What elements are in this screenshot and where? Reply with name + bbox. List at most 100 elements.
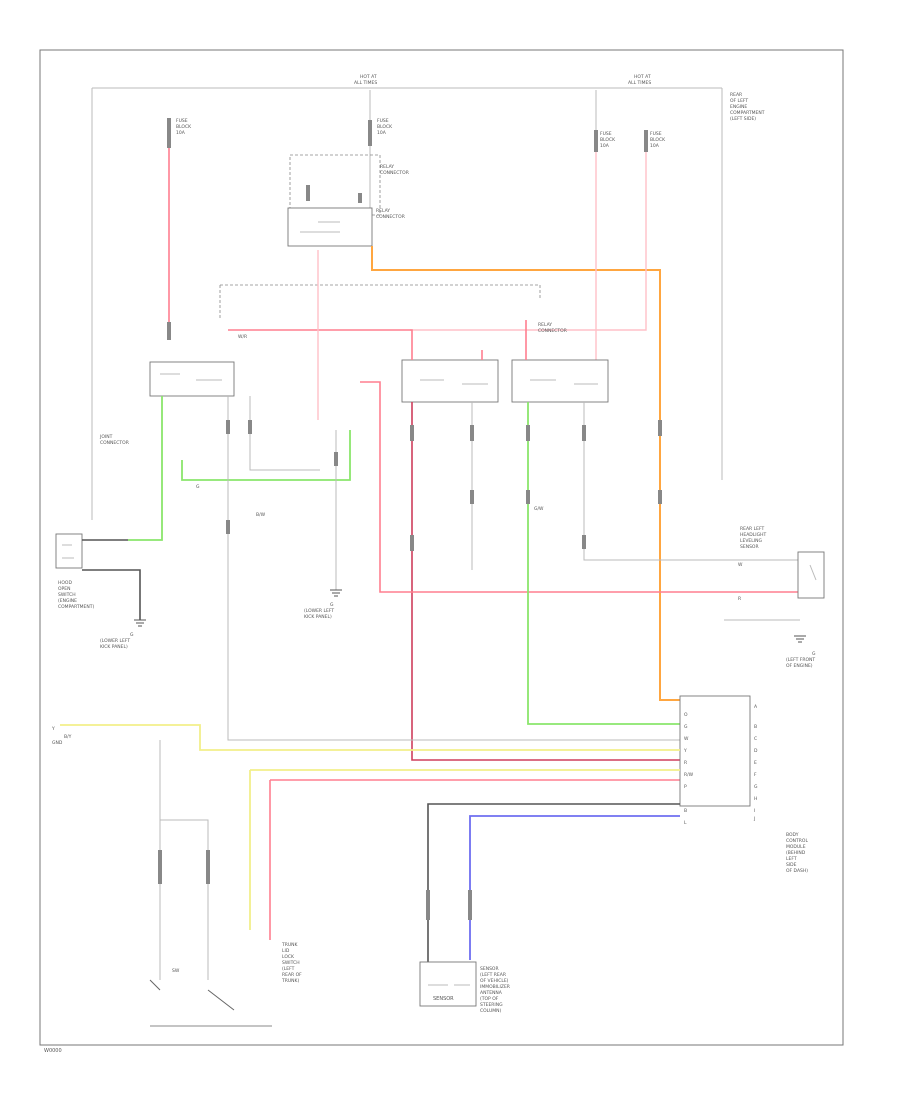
left-module-label: HOOD OPEN SWITCH (ENGINE COMPARTMENT) bbox=[58, 580, 94, 610]
svg-text:G: G bbox=[812, 651, 816, 657]
svg-text:SENSOR: SENSOR bbox=[480, 966, 499, 972]
svg-text:OF ENGINE): OF ENGINE) bbox=[786, 663, 813, 669]
svg-text:O: O bbox=[684, 712, 688, 718]
svg-text:G: G bbox=[330, 602, 334, 608]
fuse-left-label: FUSE BLOCK 10A bbox=[176, 118, 192, 136]
svg-text:SIDE: SIDE bbox=[786, 862, 797, 868]
wire-darkred bbox=[411, 402, 680, 761]
footer-code: W0000 bbox=[44, 1048, 62, 1054]
svg-text:KICK PANEL): KICK PANEL) bbox=[304, 614, 332, 620]
relay-coil bbox=[300, 221, 340, 233]
svg-text:BLOCK: BLOCK bbox=[176, 124, 192, 130]
svg-text:SENSOR: SENSOR bbox=[740, 544, 759, 550]
relay-icon bbox=[511, 359, 609, 403]
right-ground-label: G (LEFT FRONT OF ENGINE) bbox=[786, 651, 816, 669]
fuse-center-label: FUSE BLOCK 10A bbox=[377, 118, 393, 136]
svg-text:ANTENNA: ANTENNA bbox=[480, 990, 503, 996]
relay-icon bbox=[287, 207, 373, 247]
svg-text:COMPARTMENT): COMPARTMENT) bbox=[58, 604, 94, 610]
svg-text:BODY: BODY bbox=[786, 832, 799, 838]
svg-text:HOOD: HOOD bbox=[58, 580, 72, 586]
svg-text:H: H bbox=[754, 796, 757, 802]
svg-text:(LEFT REAR: (LEFT REAR bbox=[480, 972, 506, 978]
svg-text:G: G bbox=[684, 724, 688, 730]
relay-group-border bbox=[220, 284, 541, 300]
ground-icon bbox=[134, 619, 146, 627]
svg-text:R: R bbox=[684, 760, 687, 766]
svg-text:LEFT: LEFT bbox=[786, 856, 797, 862]
svg-text:(BEHIND: (BEHIND bbox=[786, 850, 806, 856]
wire-label-5: R bbox=[738, 596, 741, 602]
svg-text:LEVELING: LEVELING bbox=[740, 538, 762, 544]
wire-label-1: W/R bbox=[238, 334, 247, 340]
bottom-center-note: SENSOR (LEFT REAR OF VEHICLE) IMMOBILIZE… bbox=[480, 966, 510, 1014]
wire-gray-a bbox=[227, 396, 680, 741]
power-left-line1: HOT AT bbox=[360, 74, 377, 80]
top-right-note: REAR OF LEFT ENGINE COMPARTMENT (LEFT SI… bbox=[730, 92, 765, 122]
bcm-wire-labels: O G W Y R R/W P B L bbox=[683, 712, 694, 826]
svg-text:W: W bbox=[684, 736, 689, 742]
svg-text:F: F bbox=[754, 772, 757, 778]
switch-icon bbox=[149, 979, 235, 1011]
wire-label-6: W bbox=[738, 562, 743, 568]
svg-text:COMPARTMENT: COMPARTMENT bbox=[730, 110, 765, 116]
svg-text:(LEFT SIDE): (LEFT SIDE) bbox=[730, 116, 756, 122]
svg-text:ENGINE: ENGINE bbox=[730, 104, 747, 110]
svg-text:10A: 10A bbox=[377, 130, 387, 136]
bcm-connector bbox=[679, 695, 751, 807]
yellow-wire-label: Y B/Y GND bbox=[51, 726, 72, 746]
svg-text:B/Y: B/Y bbox=[64, 734, 72, 740]
svg-text:(LOWER LEFT: (LOWER LEFT bbox=[304, 608, 334, 614]
connector-orange-b bbox=[658, 490, 662, 504]
svg-text:G: G bbox=[130, 632, 134, 638]
svg-text:CONTROL: CONTROL bbox=[786, 838, 808, 844]
fuse-icon bbox=[594, 130, 598, 152]
wire-orange bbox=[371, 246, 680, 701]
svg-text:HEADLIGHT: HEADLIGHT bbox=[740, 532, 766, 538]
svg-text:REAR: REAR bbox=[730, 92, 742, 98]
wire-left-ground bbox=[82, 539, 141, 620]
svg-text:FUSE: FUSE bbox=[377, 118, 389, 124]
svg-text:(LEFT: (LEFT bbox=[282, 966, 295, 972]
svg-text:(LOWER LEFT: (LOWER LEFT bbox=[100, 638, 130, 644]
svg-text:B: B bbox=[754, 724, 757, 730]
svg-text:(ENGINE: (ENGINE bbox=[58, 598, 77, 604]
svg-text:J: J bbox=[753, 816, 755, 822]
svg-text:FUSE: FUSE bbox=[650, 131, 662, 137]
svg-text:BLOCK: BLOCK bbox=[600, 137, 616, 143]
relay-mid-label: RELAY CONNECTOR bbox=[538, 322, 567, 334]
svg-text:A: A bbox=[754, 704, 758, 710]
svg-text:SWITCH: SWITCH bbox=[58, 592, 76, 598]
connector-relay-b bbox=[358, 193, 362, 203]
wire-red-to-sensor bbox=[360, 381, 800, 593]
svg-text:REAR LEFT: REAR LEFT bbox=[740, 526, 764, 532]
svg-text:(LEFT FRONT: (LEFT FRONT bbox=[786, 657, 815, 663]
fuse-icon bbox=[368, 120, 372, 146]
svg-text:FUSE: FUSE bbox=[176, 118, 188, 124]
svg-text:COLUMN): COLUMN) bbox=[480, 1008, 502, 1014]
svg-text:LOCK: LOCK bbox=[282, 954, 295, 960]
wire-label-4: G/W bbox=[534, 506, 544, 512]
wire-blue-sensor bbox=[469, 815, 680, 960]
relay-top-label: RELAY CONNECTOR bbox=[380, 164, 409, 176]
wire-red-main bbox=[228, 329, 413, 360]
svg-text:OF LEFT: OF LEFT bbox=[730, 98, 748, 104]
power-right-line1: HOT AT bbox=[634, 74, 651, 80]
wire-yellow-a bbox=[60, 724, 680, 751]
svg-text:TRUNK): TRUNK) bbox=[281, 978, 299, 984]
svg-text:10A: 10A bbox=[176, 130, 186, 136]
svg-text:CONNECTOR: CONNECTOR bbox=[538, 328, 567, 334]
svg-text:IMMOBILIZER: IMMOBILIZER bbox=[480, 984, 510, 990]
svg-text:CONNECTOR: CONNECTOR bbox=[380, 170, 409, 176]
svg-text:MODULE: MODULE bbox=[786, 844, 806, 850]
svg-text:JOINT: JOINT bbox=[99, 434, 113, 440]
sensor-icon bbox=[419, 961, 477, 1007]
relay-name-b: CONNECTOR bbox=[376, 214, 405, 220]
svg-text:OF DASH): OF DASH) bbox=[786, 868, 808, 874]
svg-text:R/W: R/W bbox=[684, 772, 694, 778]
svg-text:10A: 10A bbox=[650, 143, 660, 149]
left-connector-label: JOINT CONNECTOR bbox=[99, 434, 129, 446]
wire-green-right bbox=[527, 402, 680, 725]
